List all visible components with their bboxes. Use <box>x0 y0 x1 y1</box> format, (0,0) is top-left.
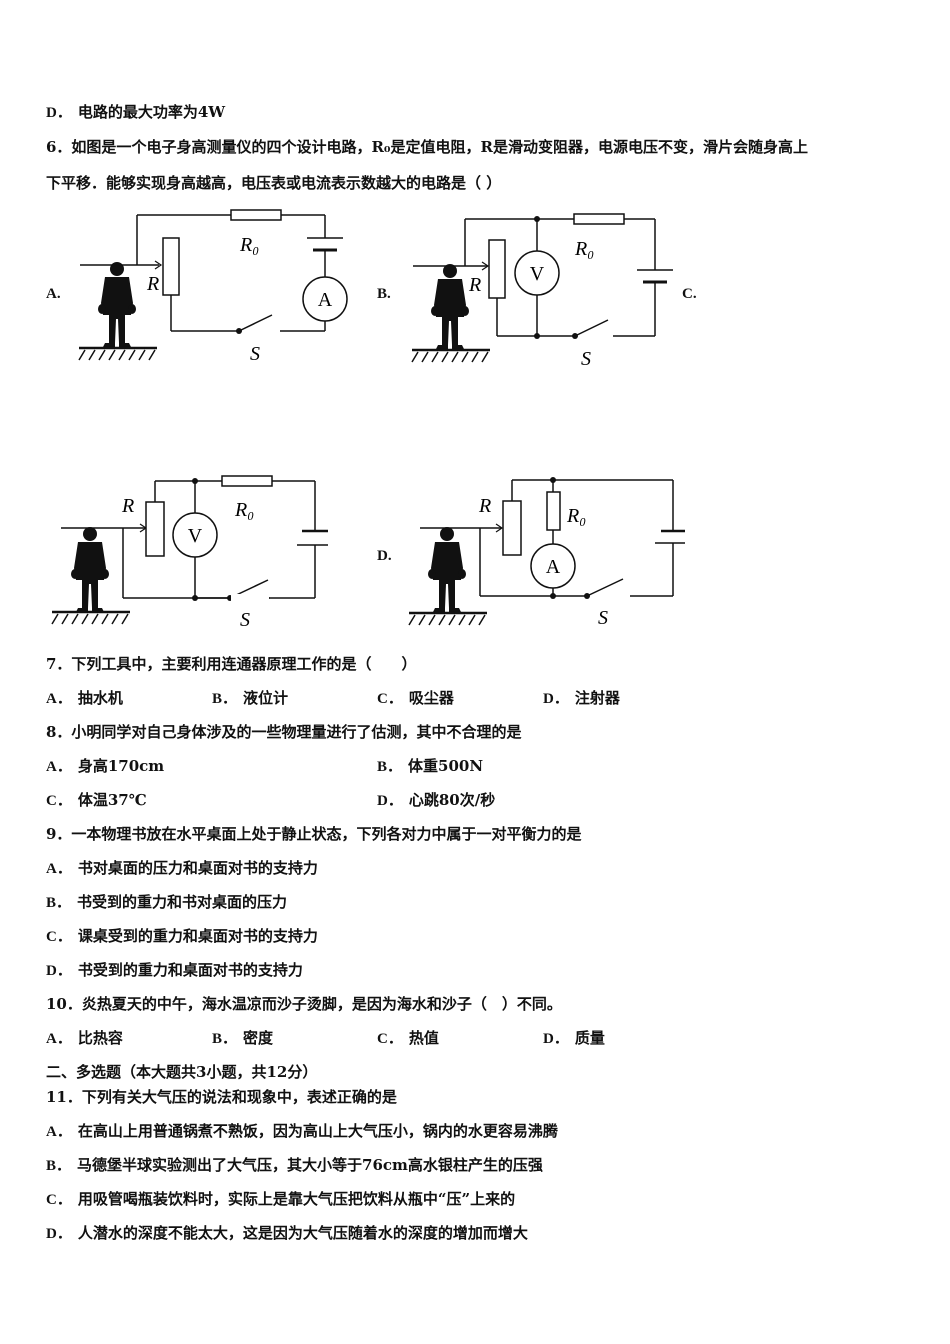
q10-stem: 10．炎热夏天的中午，海水温凉而沙子烫脚，是因为海水和沙子（ ）不同。 <box>46 995 562 1013</box>
q10-option-d: D．质量 <box>543 1029 605 1047</box>
svg-text:R: R <box>478 495 491 517</box>
svg-text:R₀: R₀ <box>574 238 594 260</box>
q11-option-d: D．人潜水的深度不能太大，这是因为大气压随着水的深度的增加而增大 <box>46 1224 528 1242</box>
svg-text:R₀: R₀ <box>234 499 254 521</box>
circuit-figure-d: A R R₀ S <box>407 477 685 629</box>
svg-text:A: A <box>318 289 333 311</box>
svg-text:S: S <box>250 343 260 365</box>
q11-option-a: A．在高山上用普通锅煮不熟饭，因为高山上大气压小，锅内的水更容易沸腾 <box>46 1122 558 1140</box>
q7-stem: 7．下列工具中，主要利用连通器原理工作的是（ ） <box>46 655 417 673</box>
svg-text:R: R <box>146 273 159 295</box>
svg-text:R: R <box>121 495 134 517</box>
q10-option-c: C．热值 <box>377 1029 439 1047</box>
q7-option-b: B．液位计 <box>212 689 289 707</box>
q8-option-c: C．体温37℃ <box>46 791 147 809</box>
svg-text:R₀: R₀ <box>239 234 259 256</box>
figure-c-label-inline: C. <box>682 286 697 302</box>
q11-option-c: C．用吸管喝瓶装饮料时，实际上是靠大气压把饮料从瓶中“压”上来的 <box>46 1190 516 1208</box>
figure-d-label: D. <box>377 548 392 564</box>
q7-option-d: D．注射器 <box>543 689 620 707</box>
figure-b-label: B. <box>377 286 391 302</box>
svg-text:R₀: R₀ <box>566 505 586 527</box>
q11-stem: 11．下列有关大气压的说法和现象中，表述正确的是 <box>46 1088 397 1106</box>
q9-option-b: B．书受到的重力和书对桌面的压力 <box>46 893 288 911</box>
option-text: 电路的最大功率为4W <box>77 103 226 121</box>
q10-option-a: A．比热容 <box>46 1029 123 1047</box>
q9-stem: 9．一本物理书放在水平桌面上处于静止状态，下列各对力中属于一对平衡力的是 <box>46 825 582 843</box>
circuit-figure-a: A R R₀ S <box>77 209 348 365</box>
circuit-figure-b: V R R₀ S <box>410 213 673 370</box>
svg-text:R: R <box>468 274 481 296</box>
q5-option-d: D． 电路的最大功率为4W <box>46 102 225 123</box>
svg-text:S: S <box>581 348 591 370</box>
option-letter: D． <box>46 105 72 121</box>
svg-text:A: A <box>546 556 561 578</box>
circuit-figure-c: V R R₀ S <box>50 475 328 631</box>
q11-option-b: B．马德堡半球实验测出了大气压，其大小等于76cm高水银柱产生的压强 <box>46 1156 543 1174</box>
q9-option-d: D．书受到的重力和桌面对书的支持力 <box>46 961 303 979</box>
figure-a-label: A. <box>46 286 61 302</box>
svg-text:S: S <box>598 607 608 629</box>
q9-option-c: C．课桌受到的重力和桌面对书的支持力 <box>46 927 318 945</box>
q7-option-c: C．吸尘器 <box>377 689 454 707</box>
q8-option-d: D．心跳80次/秒 <box>377 791 496 809</box>
q8-stem: 8．小明同学对自己身体涉及的一些物理量进行了估测，其中不合理的是 <box>46 723 522 741</box>
q6-stem-line1: 6．如图是一个电子身高测量仪的四个设计电路，R₀是定值电阻，R是滑动变阻器，电源… <box>46 138 808 156</box>
q9-option-a: A．书对桌面的压力和桌面对书的支持力 <box>46 859 318 877</box>
q6-stem-line2: 下平移．能够实现身高越高，电压表或电流表示数越大的电路是（ ） <box>46 174 502 192</box>
q8-option-a: A．身高170cm <box>46 757 165 775</box>
q8-option-b: B．体重500N <box>377 757 484 775</box>
section-heading: 二、多选题（本大题共3小题，共12分） <box>46 1063 318 1081</box>
svg-text:V: V <box>188 525 203 547</box>
q7-option-a: A．抽水机 <box>46 689 123 707</box>
q10-option-b: B．密度 <box>212 1029 274 1047</box>
svg-text:V: V <box>530 263 545 285</box>
svg-text:S: S <box>240 609 250 631</box>
